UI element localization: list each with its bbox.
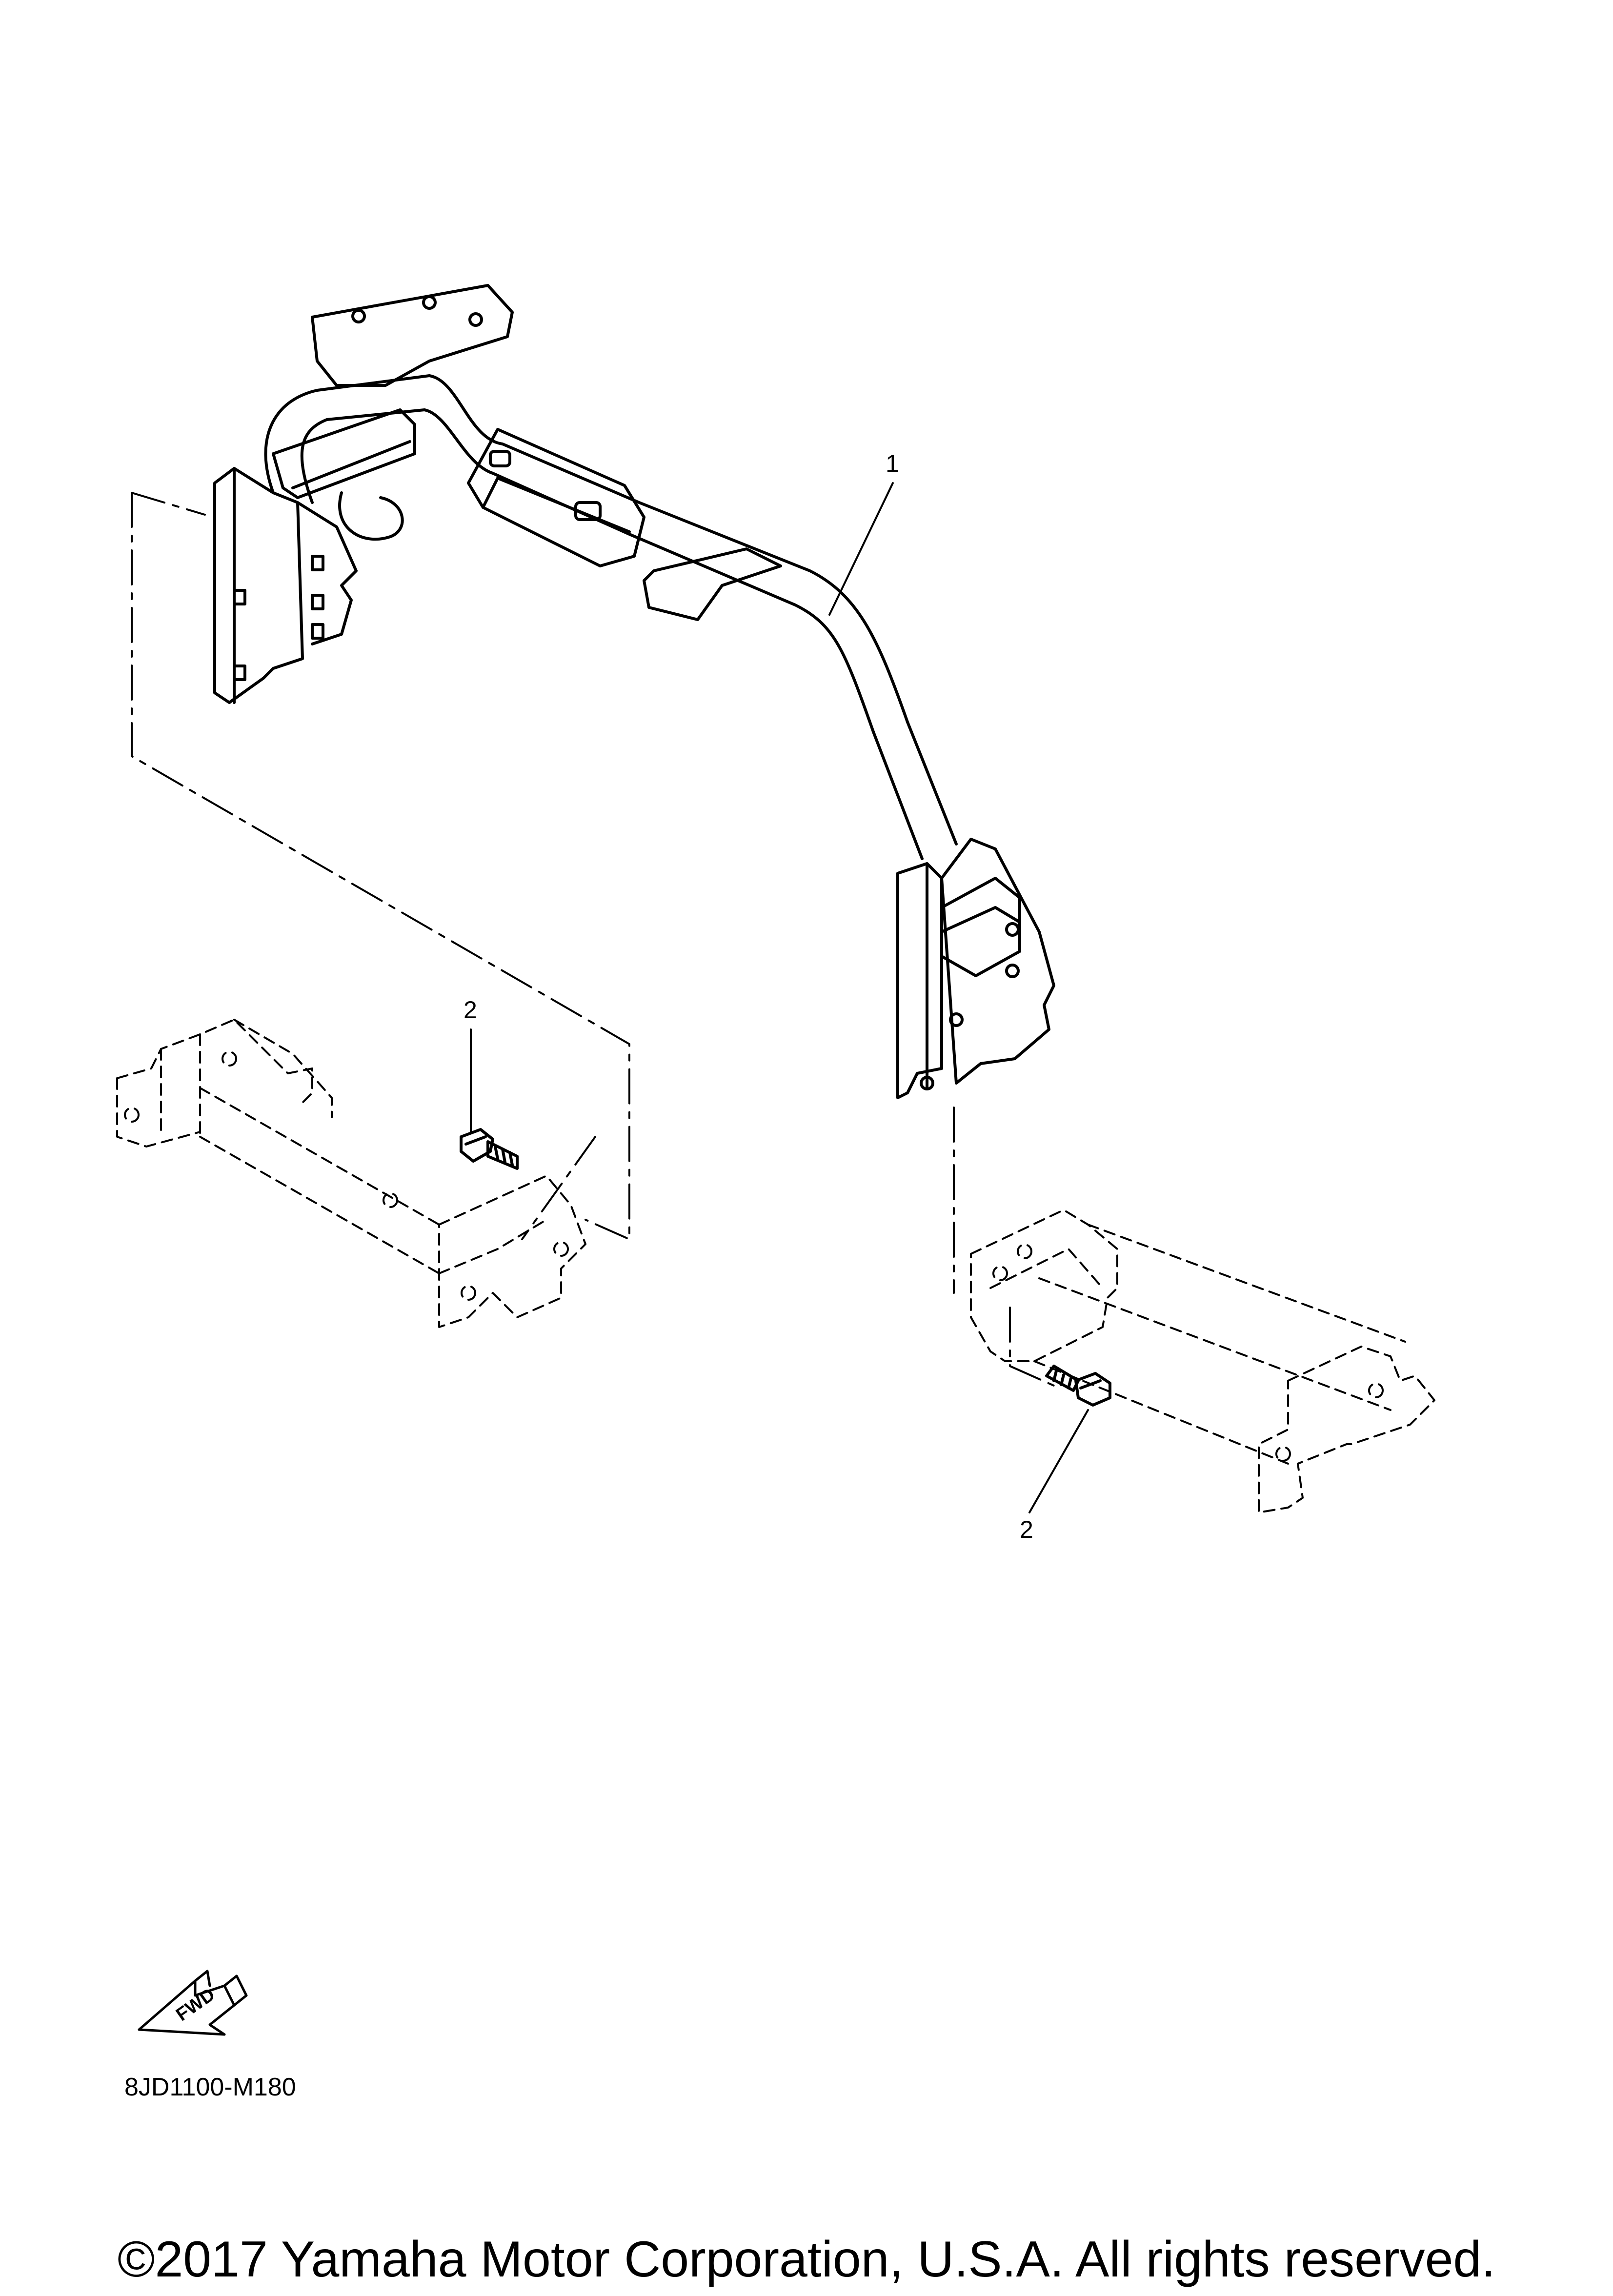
bolt-hole xyxy=(233,665,246,681)
callout-1: 1 xyxy=(886,450,899,477)
diagram-code: 8JD1100-M180 xyxy=(124,2073,296,2101)
bolt-hole xyxy=(233,589,246,605)
left-clamp xyxy=(272,408,416,499)
copyright-notice: ©2017 Yamaha Motor Corporation, U.S.A. A… xyxy=(117,2231,1496,2288)
left-frame-member xyxy=(116,1019,586,1328)
right-side-plate xyxy=(896,862,943,1099)
bolt-right xyxy=(1045,1365,1111,1407)
top-mount-bracket xyxy=(311,284,514,387)
roll-bar-assembly xyxy=(213,284,1055,1099)
bolt-left xyxy=(460,1128,519,1170)
left-side-plate xyxy=(213,467,304,704)
bolt-hole xyxy=(422,295,437,310)
roll-bar-tube xyxy=(264,374,958,846)
bolt-hole xyxy=(351,309,366,323)
callout-2-left: 2 xyxy=(464,996,477,1024)
cable-loop xyxy=(338,491,404,541)
bolt-head xyxy=(574,501,602,521)
right-clamp xyxy=(940,877,1021,977)
reference-lines xyxy=(131,492,1055,1387)
leader-line-2b xyxy=(1028,1409,1089,1513)
leader-line-1 xyxy=(828,482,894,616)
tab-bracket xyxy=(643,547,782,621)
callout-2-right: 2 xyxy=(1020,1516,1033,1543)
bolt-hole xyxy=(468,312,483,327)
right-frame-member xyxy=(970,1209,1435,1513)
bolt-head xyxy=(489,450,511,467)
fwd-arrow-icon xyxy=(138,1970,248,2036)
middle-clamp xyxy=(467,428,645,567)
right-side-plate-rear xyxy=(940,838,1055,1085)
